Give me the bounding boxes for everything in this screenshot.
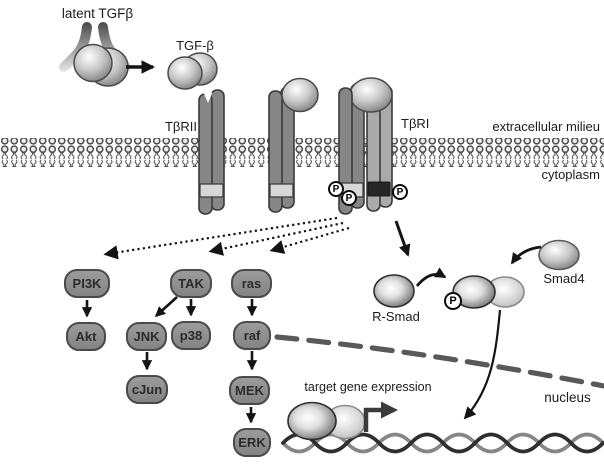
transcription-arrow [363,401,398,432]
phospho-badge: P [444,292,462,310]
node-cjun: cJun [126,375,168,404]
receptor-complex [338,77,393,215]
latent-tgfb-label: latent TGFβ [61,6,134,21]
node-pi3k: PI3K [64,269,110,298]
target-gene-expression-label: target gene expression [304,380,432,394]
tgfb-label: TGF-β [176,38,214,53]
phospho-badge: P [328,181,344,197]
phospho-badge: P [392,184,408,200]
smad4-label: Smad4 [543,271,585,286]
extracellular-milieu-label: extracellular milieu [492,119,600,134]
r-smad-blob [373,274,415,308]
smad4-blob [538,239,580,271]
node-akt: Akt [66,322,106,351]
tgfb-dimer [167,52,218,90]
cytoplasm-label: cytoplasm [541,167,600,182]
node-mek: MEK [229,376,270,405]
latent-tgfb-complex [59,22,131,87]
nuclear-envelope [274,334,604,389]
plasma-membrane [0,138,604,167]
node-p38: p38 [171,321,211,350]
nuclear-smad-complex [287,401,366,441]
receptor-to-rsmad-arrow [394,220,411,257]
non-smad-branch-arrows [103,216,350,260]
tbrii-label: TβRII [164,119,197,134]
receptor-tbrii-ligand [268,77,319,213]
node-ras: ras [231,269,272,298]
nucleus-label: nucleus [544,390,591,405]
dna-helix [281,432,604,454]
node-raf: raf [233,321,271,350]
node-jnk: JNK [126,322,167,351]
node-tak: TAK [170,269,212,298]
receptor-tbrii [198,89,225,215]
r-smad-label: R-Smad [372,309,420,324]
smad-module [373,239,580,309]
tbri-label: TβRI [401,116,430,131]
complex-to-dna-arrow [463,309,502,420]
node-erk: ERK [233,428,271,457]
cascade-arrows [81,296,258,424]
phospho-badge: P [341,190,357,206]
smad4-to-complex-arrow [510,245,542,265]
rsmad-to-complex-arrow [415,267,447,287]
